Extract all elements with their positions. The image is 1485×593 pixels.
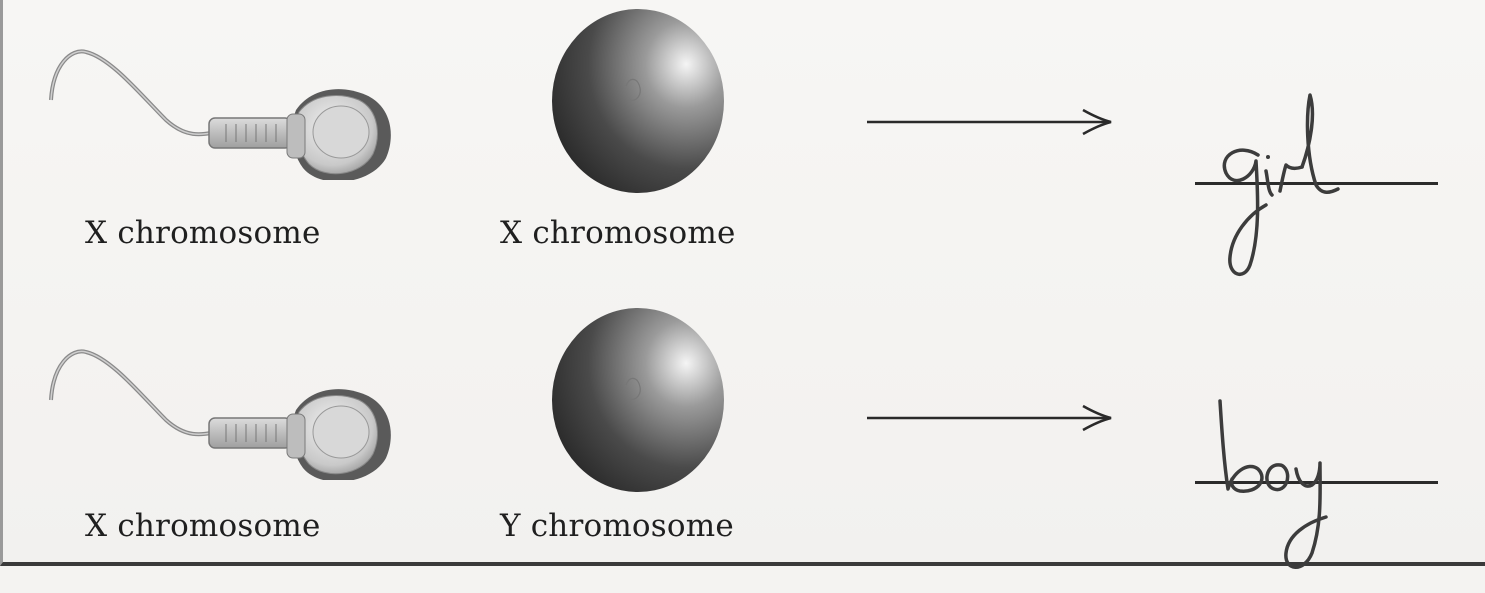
egg-cell-icon [552,9,724,193]
right-arrow-icon [867,108,1112,136]
worksheet-panel: X chromosome X chromosome [0,0,1485,569]
sperm-chromosome-label: X chromosome [85,215,321,251]
egg-chromosome-label: X chromosome [500,215,736,251]
handwritten-answer-girl [1222,93,1340,276]
egg-chromosome-label: Y chromosome [500,508,734,544]
sperm-cell-icon [49,49,391,180]
sperm-chromosome-label: X chromosome [85,508,321,544]
diagram-row-2: X chromosome Y chromosome [3,283,1485,569]
egg-cell-icon [552,308,724,492]
handwritten-answer-boy [1218,399,1328,569]
diagram-row-1: X chromosome X chromosome [3,0,1485,283]
right-arrow-icon [867,404,1112,432]
sperm-cell-icon [49,349,391,480]
